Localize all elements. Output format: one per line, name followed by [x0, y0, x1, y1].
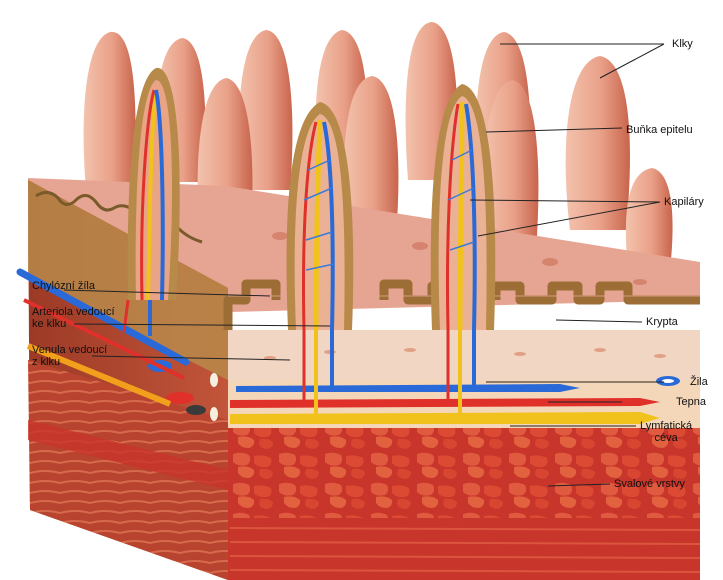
label-krypta: Krypta: [646, 316, 678, 328]
label-chylozni-zila: Chylózní žíla: [32, 280, 95, 292]
label-arteriola: Arteriola vedoucí ke klku: [32, 306, 115, 330]
villus: [566, 56, 630, 230]
sectioned-villus-left: [128, 68, 180, 300]
label-kapilary: Kapiláry: [664, 196, 704, 208]
villus: [84, 32, 136, 190]
label-bunka-epitelu: Buňka epitelu: [626, 124, 693, 136]
label-tepna: Tepna: [676, 396, 706, 408]
label-venula: Venula vedoucí z klku: [32, 344, 107, 368]
label-klky: Klky: [672, 38, 693, 50]
label-svalove-vrstvy: Svalové vrstvy: [614, 478, 685, 490]
front-face: [228, 330, 700, 580]
label-zila: Žila: [690, 376, 708, 388]
label-lymfaticka-ceva: Lymfatická céva: [640, 420, 692, 444]
